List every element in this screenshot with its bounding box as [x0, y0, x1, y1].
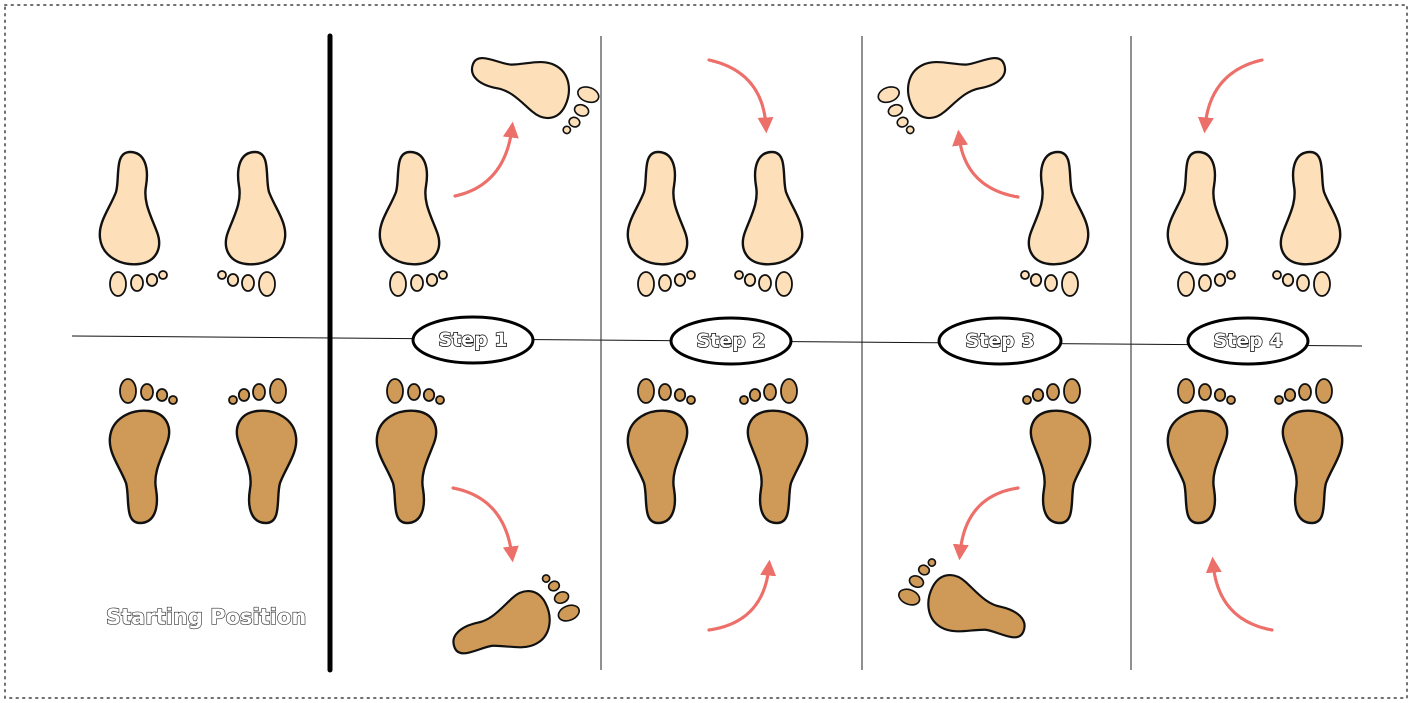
step1-left-dark-foot [377, 379, 444, 523]
step3-moved-light-foot [873, 39, 1015, 140]
step1-badge: Step 1 [413, 317, 533, 363]
step4-left-light-foot [1168, 152, 1235, 296]
step2-bottom-arrow [709, 566, 769, 630]
start-right-dark-foot [229, 379, 296, 523]
step4-label: Step 4 [1213, 330, 1282, 352]
step3-right-light-foot [1021, 152, 1088, 296]
step1-top-arrow [455, 128, 512, 196]
start-left-dark-foot [110, 379, 177, 523]
step3-label: Step 3 [965, 330, 1034, 352]
step1-moved-light-foot [462, 39, 604, 140]
starting-position-label: Starting Position [106, 605, 306, 629]
step2-badge: Step 2 [671, 318, 791, 364]
step2-label: Step 2 [696, 330, 765, 352]
step3-moved-dark-foot [893, 552, 1036, 657]
step1-left-light-foot [380, 152, 447, 296]
start-right-light-foot [218, 152, 285, 296]
step3-bottom-arrow [960, 488, 1018, 554]
step4-left-dark-foot [1168, 379, 1235, 523]
step3-right-dark-foot [1023, 379, 1090, 523]
step3-top-arrow [959, 136, 1018, 197]
step3-badge: Step 3 [939, 318, 1061, 364]
step1-moved-dark-foot [442, 568, 585, 673]
step2-right-light-foot [735, 152, 802, 296]
step1-label: Step 1 [438, 329, 507, 351]
step2-right-dark-foot [740, 379, 807, 523]
step4-right-light-foot [1273, 152, 1340, 296]
step4-top-arrow [1205, 60, 1262, 127]
step4-bottom-arrow [1213, 563, 1272, 630]
step4-right-dark-foot [1275, 379, 1342, 523]
step1-bottom-arrow [453, 488, 512, 556]
step4-badge: Step 4 [1188, 318, 1308, 364]
step2-left-dark-foot [628, 379, 695, 523]
step2-left-light-foot [628, 152, 695, 296]
start-left-light-foot [100, 152, 167, 296]
step2-top-arrow [709, 60, 766, 127]
